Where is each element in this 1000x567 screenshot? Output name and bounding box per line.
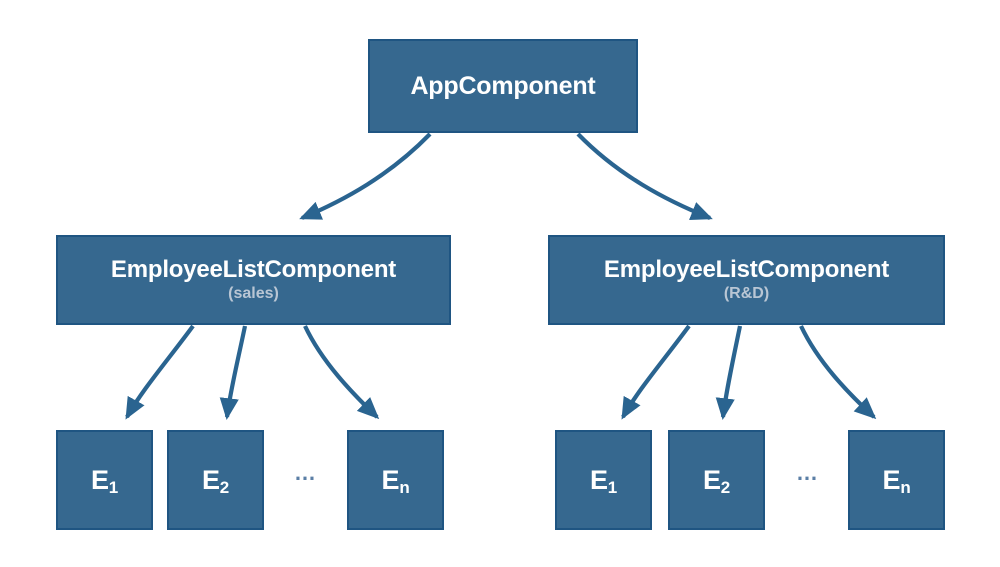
- node-employee-right-2-label: E2: [702, 464, 731, 497]
- node-employee-right-2[interactable]: E2: [668, 430, 765, 530]
- node-app-component-label: AppComponent: [410, 71, 596, 100]
- node-employee-right-n[interactable]: En: [848, 430, 945, 530]
- edge-app-to-rd: [576, 132, 713, 220]
- edge-rd-to-e1: [621, 324, 691, 420]
- employee-left-n-sub: n: [399, 477, 410, 497]
- employee-right-2-base: E: [702, 464, 721, 495]
- node-employee-right-1-label: E1: [589, 464, 618, 497]
- edge-sales-to-e1: [125, 324, 195, 420]
- ellipsis-left: …: [294, 460, 318, 485]
- employee-right-1-base: E: [589, 464, 608, 495]
- employee-left-2-base: E: [201, 464, 220, 495]
- node-employee-left-2[interactable]: E2: [167, 430, 264, 530]
- edge-sales-to-e2: [219, 325, 248, 421]
- edge-sales-to-en: [303, 325, 380, 420]
- edge-rd-to-e2: [715, 325, 743, 421]
- node-employee-list-sales-sublabel: (sales): [228, 285, 279, 303]
- employee-right-1-sub: 1: [607, 477, 618, 497]
- node-employee-left-2-label: E2: [201, 464, 230, 497]
- node-employee-left-1[interactable]: E1: [56, 430, 153, 530]
- edge-rd-to-en: [799, 325, 877, 420]
- employee-left-1-base: E: [90, 464, 109, 495]
- employee-left-n-base: E: [381, 464, 400, 495]
- node-employee-list-sales-label: EmployeeListComponent: [110, 256, 397, 284]
- node-employee-right-n-label: En: [882, 464, 911, 497]
- node-employee-left-1-label: E1: [90, 464, 119, 497]
- node-employee-list-component-rd[interactable]: EmployeeListComponent (R&D): [548, 235, 945, 325]
- edge-app-to-sales: [299, 132, 432, 220]
- node-employee-left-n[interactable]: En: [347, 430, 444, 530]
- employee-left-2-sub: 2: [219, 477, 230, 497]
- employee-left-1-sub: 1: [108, 477, 119, 497]
- employee-right-n-base: E: [882, 464, 901, 495]
- employee-right-2-sub: 2: [720, 477, 731, 497]
- node-employee-left-n-label: En: [381, 464, 410, 497]
- node-employee-list-rd-sublabel: (R&D): [723, 285, 770, 303]
- node-employee-list-rd-label: EmployeeListComponent: [603, 256, 890, 284]
- employee-right-n-sub: n: [900, 477, 911, 497]
- node-employee-right-1[interactable]: E1: [555, 430, 652, 530]
- node-employee-list-component-sales[interactable]: EmployeeListComponent (sales): [56, 235, 451, 325]
- ellipsis-right: …: [796, 460, 820, 485]
- node-app-component[interactable]: AppComponent: [368, 39, 638, 133]
